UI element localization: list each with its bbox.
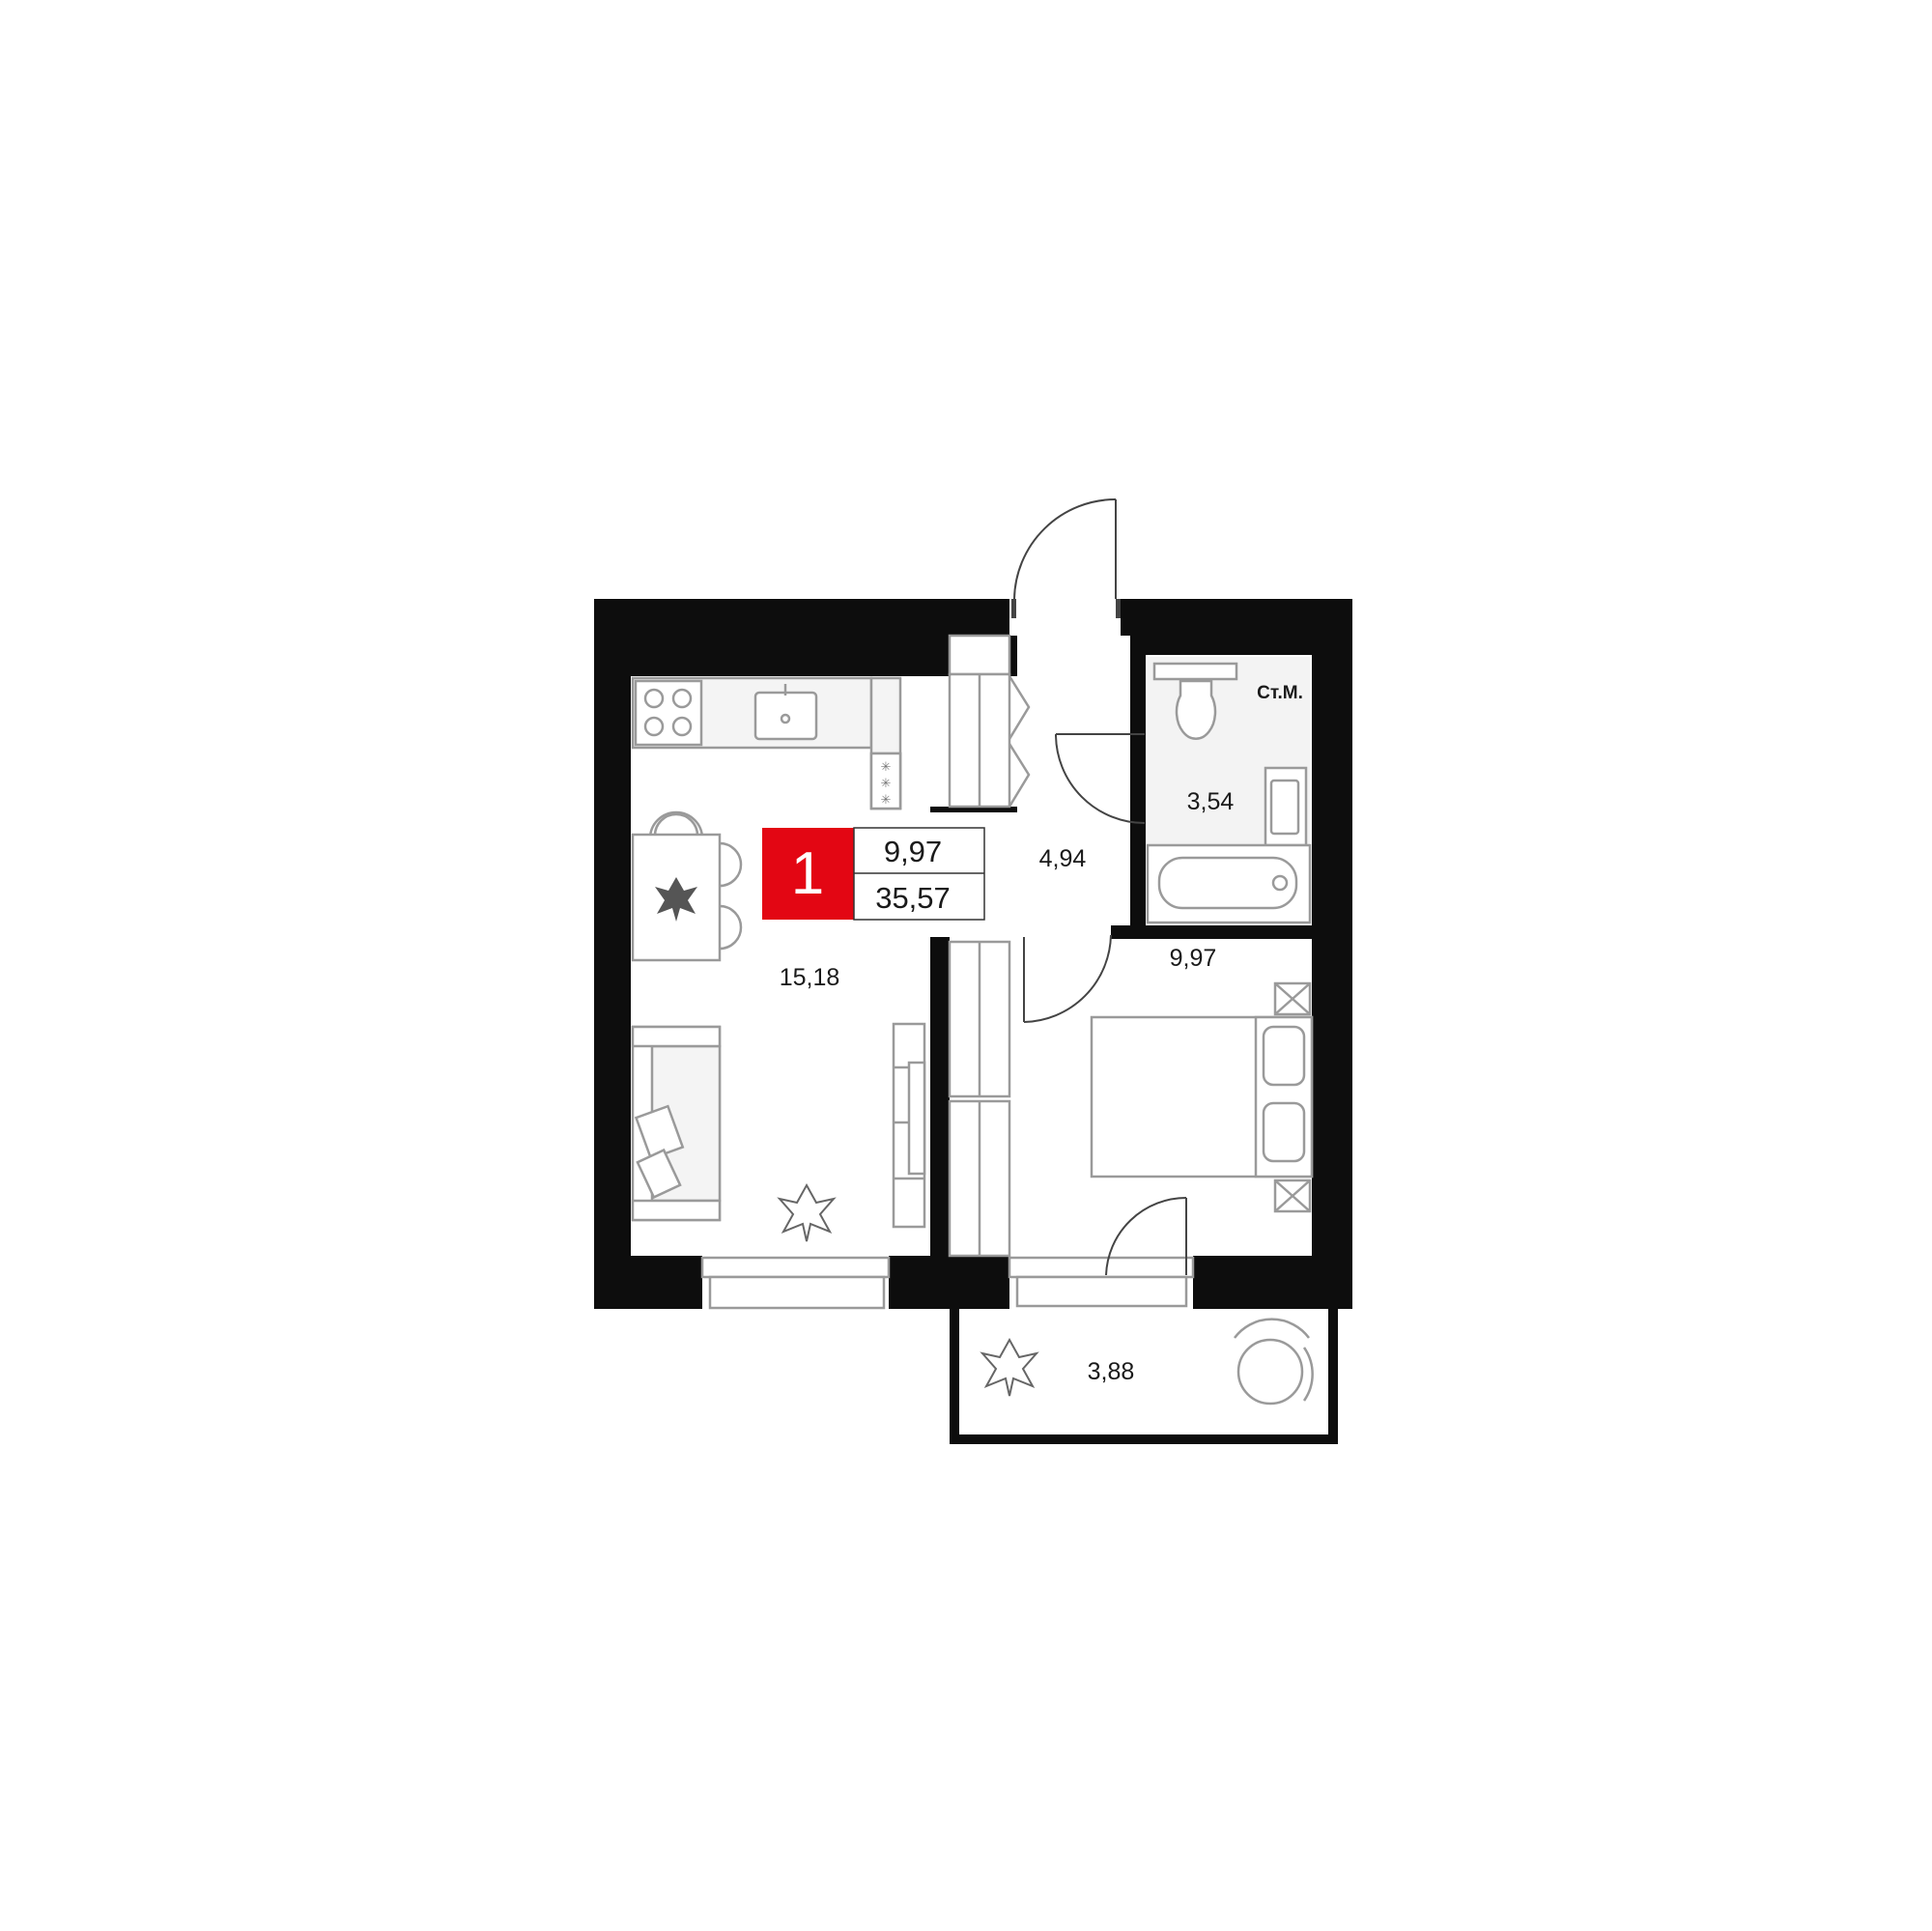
bathtub-icon xyxy=(1146,843,1312,924)
room-area-balcony: 3,88 xyxy=(1088,1358,1135,1385)
window-kitchen xyxy=(700,1256,891,1310)
rooms-count: 1 xyxy=(791,840,824,907)
bedroom-door xyxy=(1023,934,1112,1023)
washbasin-icon xyxy=(1264,766,1308,847)
room-area-kitchen-living: 15,18 xyxy=(780,964,840,991)
sink-icon xyxy=(753,684,818,741)
living-area-value: 9,97 xyxy=(884,835,942,868)
fridge-icon: ✳ ✳ ✳ xyxy=(869,752,902,810)
toilet-icon xyxy=(1152,662,1238,740)
rooms-count-badge xyxy=(762,828,854,920)
balcony-table xyxy=(1233,1318,1314,1406)
wardrobe-bedroom xyxy=(948,940,1011,1258)
svg-text:✳: ✳ xyxy=(881,776,892,790)
svg-text:✳: ✳ xyxy=(881,792,892,807)
plant-icon xyxy=(655,877,697,922)
balcony-door xyxy=(1105,1197,1187,1276)
tv-stand xyxy=(892,1022,926,1229)
bathroom-door xyxy=(1055,733,1146,824)
double-bed xyxy=(1090,1015,1314,1178)
svg-text:✳: ✳ xyxy=(881,759,892,774)
plant-icon xyxy=(980,1337,1039,1397)
nightstand-bottom xyxy=(1273,1178,1312,1213)
room-area-bathroom: 3,54 xyxy=(1187,788,1235,815)
sofa xyxy=(631,1025,722,1222)
entrance-door xyxy=(1011,498,1121,618)
room-area-bedroom: 9,97 xyxy=(1170,945,1217,972)
wardrobe-hallway xyxy=(948,634,1031,809)
room-area-hallway: 4,94 xyxy=(1039,845,1087,872)
stove-icon xyxy=(634,679,703,747)
apartment-summary: 1 9,97 35,57 xyxy=(762,827,985,921)
walls xyxy=(594,599,1352,1444)
window-bedroom xyxy=(1008,1256,1195,1308)
nightstand-top xyxy=(1273,981,1312,1016)
total-area-value: 35,57 xyxy=(875,881,951,915)
riser-label: Ст.М. xyxy=(1257,683,1303,703)
plant-icon xyxy=(777,1182,837,1242)
